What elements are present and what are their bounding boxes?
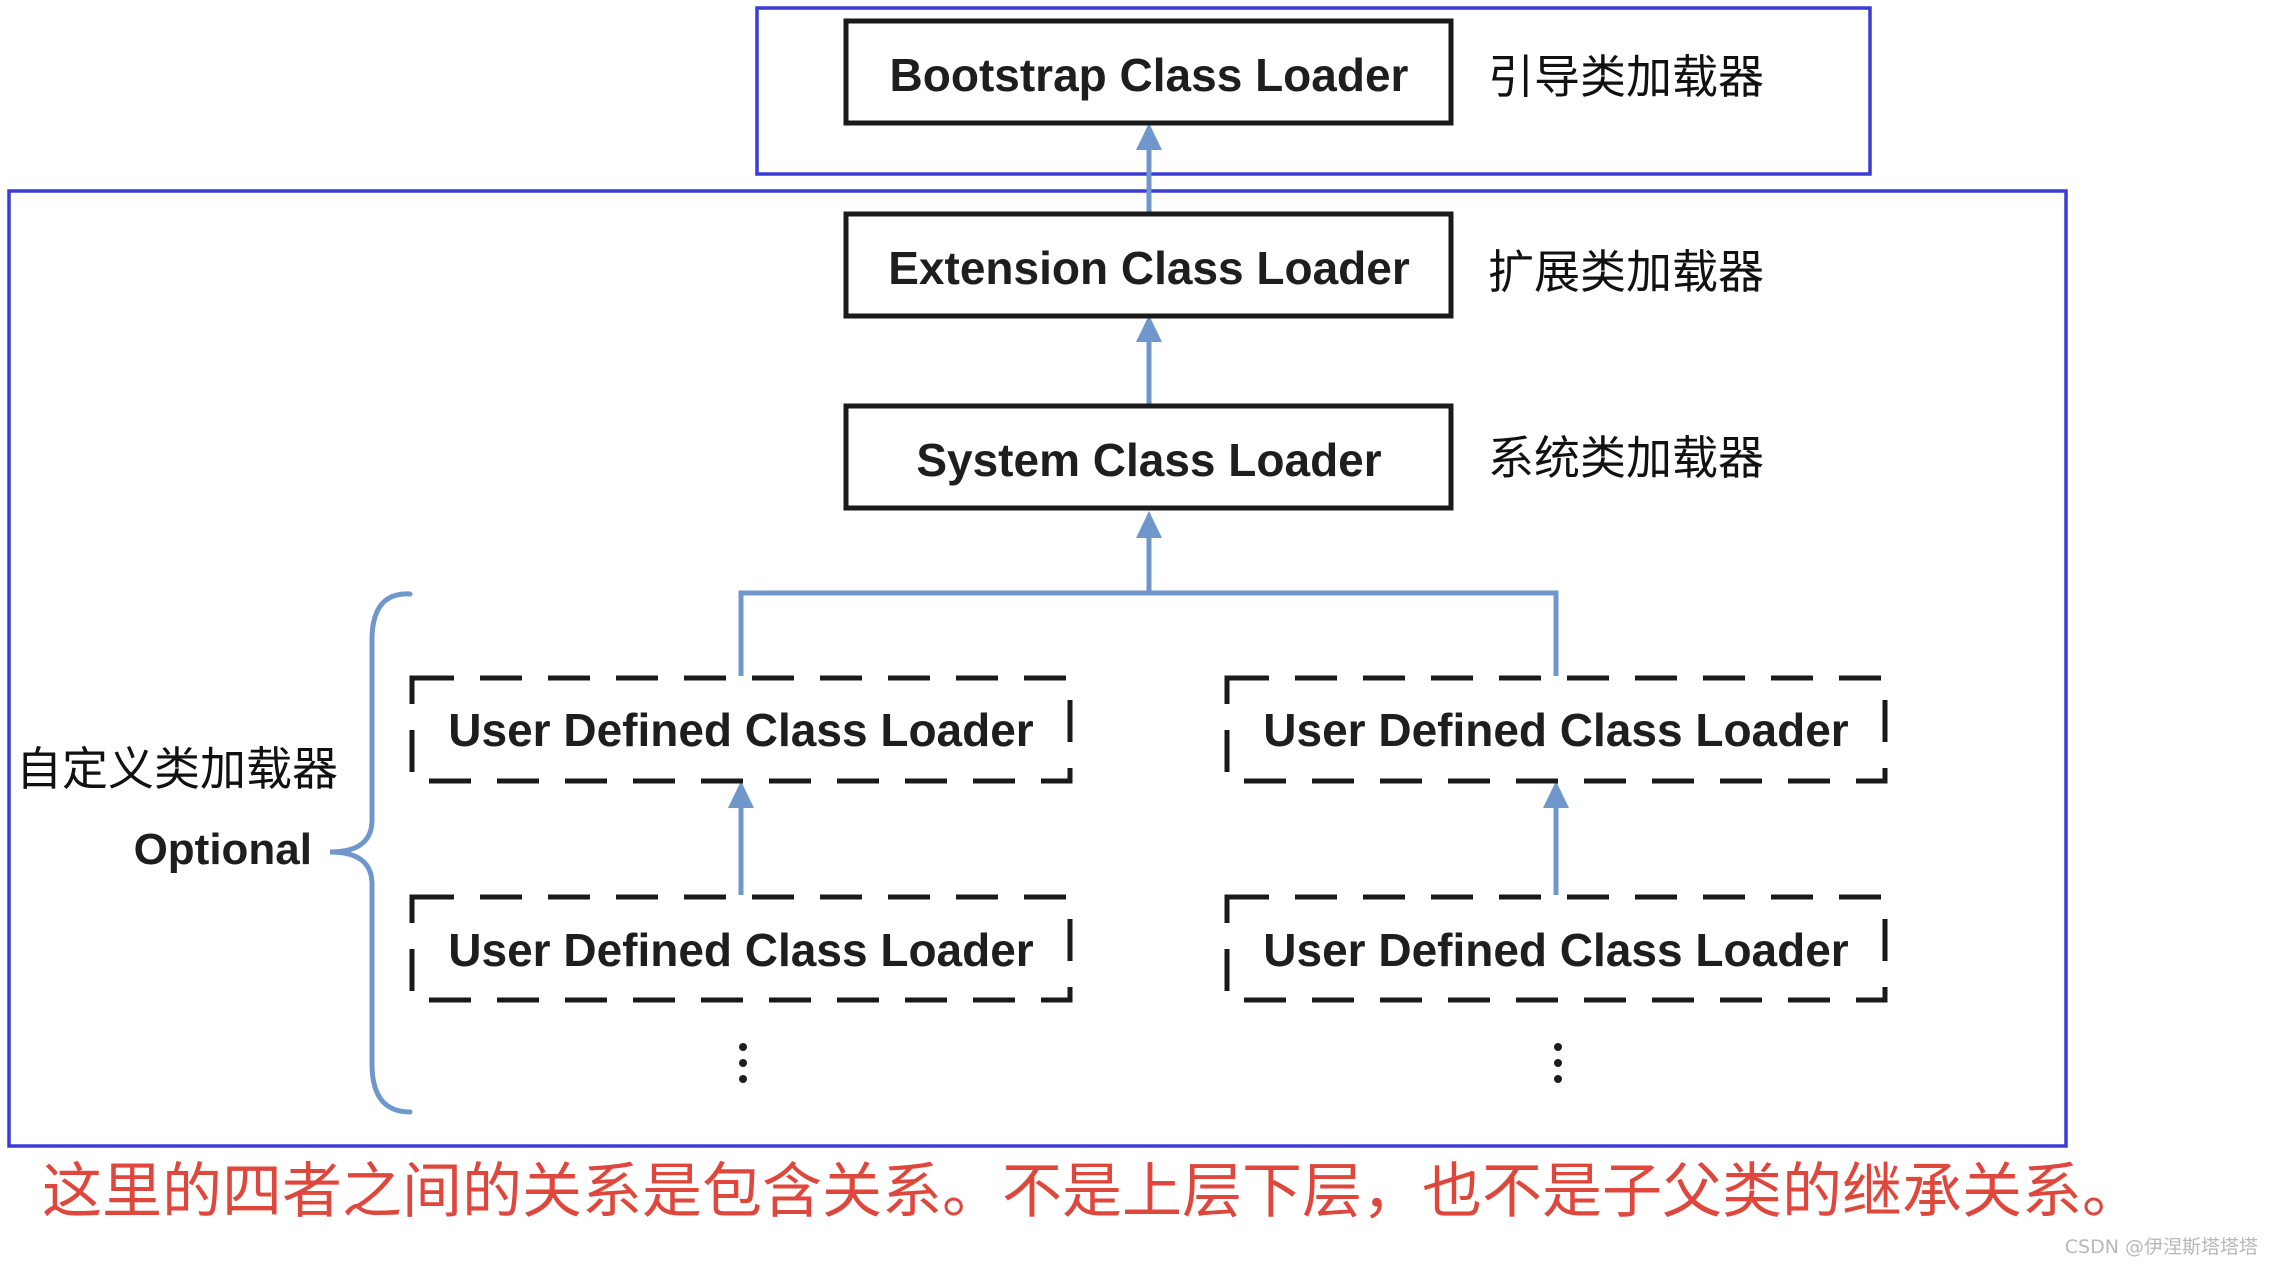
relationship-note: 这里的四者之间的关系是包含关系。不是上层下层，也不是子父类的继承关系。: [42, 1157, 2142, 1227]
outer-frame: [7, 189, 2068, 1148]
arrowhead-system: [1136, 511, 1162, 538]
optional-brace: [329, 591, 413, 1115]
bootstrap-box: [843, 18, 1454, 126]
user-defined-right-lower-box: [1224, 894, 1888, 1003]
bootstrap-frame: [755, 6, 1872, 176]
system-cn-label: 系统类加载器: [1488, 431, 1764, 485]
user-defined-left-upper-box: [409, 675, 1073, 784]
bootstrap-cn-label: 引导类加载器: [1488, 50, 1764, 104]
user-defined-right-lower-label: User Defined Class Loader: [1263, 924, 1849, 976]
tree-branch: [738, 590, 1559, 676]
system-box: [843, 403, 1454, 511]
arrowhead-right-upper: [1543, 781, 1569, 808]
user-defined-left-upper-label: User Defined Class Loader: [448, 704, 1034, 756]
right-ellipsis: [1554, 1043, 1562, 1083]
optional-label: Optional: [134, 825, 312, 874]
arrowhead-extension: [1136, 315, 1162, 342]
connectors: [728, 123, 1569, 895]
extension-label: Extension Class Loader: [888, 242, 1410, 294]
csdn-watermark: CSDN @伊涅斯塔塔塔: [2065, 1236, 2258, 1258]
arrowhead-bootstrap: [1136, 123, 1162, 150]
left-ellipsis: [739, 1043, 747, 1083]
user-defined-cn-label: 自定义类加载器: [16, 742, 338, 796]
arrowhead-left-upper: [728, 781, 754, 808]
user-defined-right-upper-label: User Defined Class Loader: [1263, 704, 1849, 756]
user-defined-left-lower-box: [409, 894, 1073, 1003]
bootstrap-label: Bootstrap Class Loader: [890, 49, 1409, 101]
system-label: System Class Loader: [916, 434, 1381, 486]
extension-box: [843, 211, 1454, 319]
user-defined-left-lower-label: User Defined Class Loader: [448, 924, 1034, 976]
extension-cn-label: 扩展类加载器: [1488, 245, 1764, 299]
user-defined-right-upper-box: [1224, 675, 1888, 784]
